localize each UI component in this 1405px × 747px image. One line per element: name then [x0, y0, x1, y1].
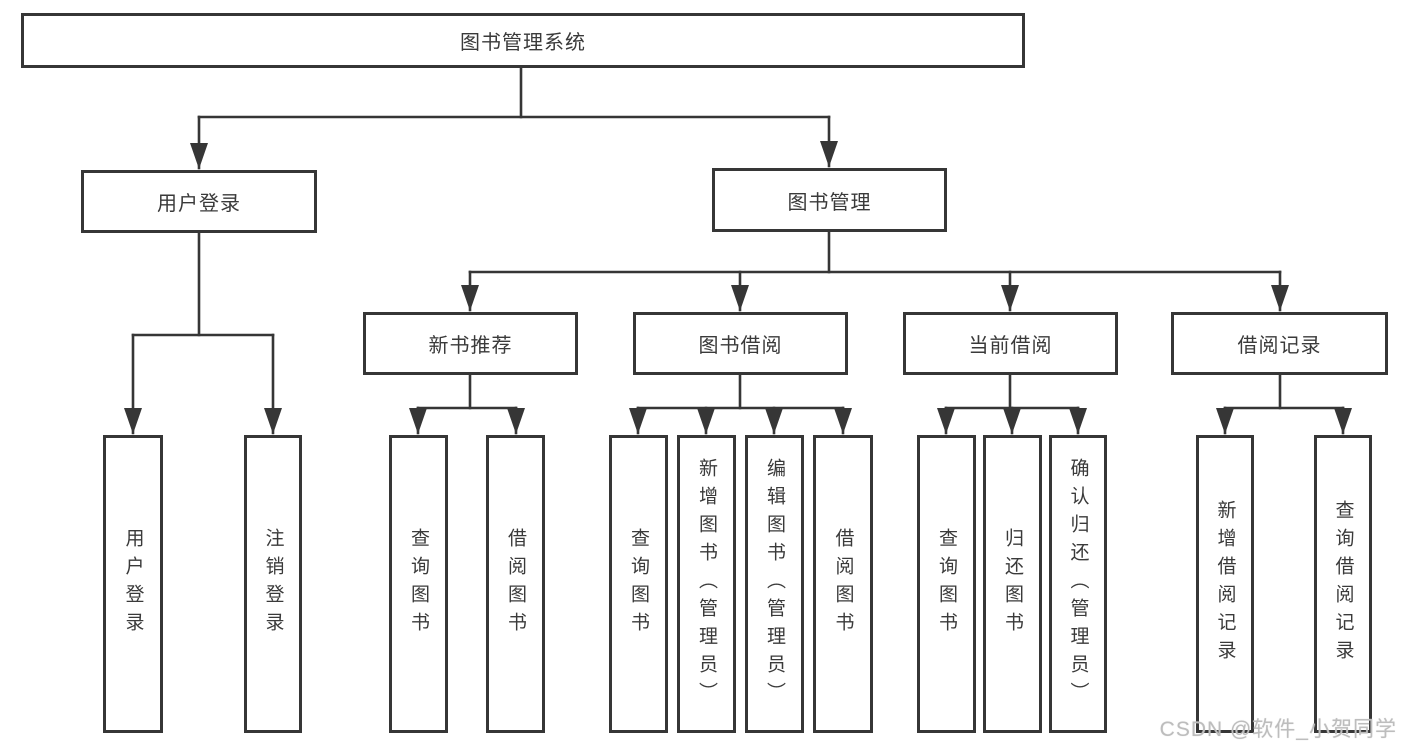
- leaf-user-login: 用户登录: [103, 435, 163, 733]
- leaf-logout: 注销登录: [244, 435, 302, 733]
- leaf-add-books-admin-label: 新增图书（管理员）: [696, 458, 717, 710]
- leaf-borrow-books-label: 借阅图书: [832, 528, 854, 640]
- node-current-borrow-label: 当前借阅: [968, 335, 1053, 357]
- leaf-add-borrow-record-label: 新增借阅记录: [1214, 500, 1236, 668]
- leaf-query-borrow-record: 查询借阅记录: [1314, 435, 1372, 733]
- leaf-logout-label: 注销登录: [262, 528, 284, 640]
- leaf-borrow-books-recommend-label: 借阅图书: [505, 528, 526, 640]
- leaf-query-books-borrow-label: 查询图书: [628, 528, 649, 640]
- node-book-borrow: 图书借阅: [633, 312, 848, 375]
- node-book-management-label: 图书管理: [787, 191, 872, 214]
- node-book-management: 图书管理: [712, 168, 947, 232]
- leaf-query-books-current: 查询图书: [917, 435, 976, 733]
- leaf-query-books-current-label: 查询图书: [936, 528, 957, 640]
- leaf-add-borrow-record: 新增借阅记录: [1196, 435, 1254, 733]
- node-library-system-label: 图书管理系统: [460, 32, 586, 54]
- leaf-borrow-books-recommend: 借阅图书: [486, 435, 545, 733]
- leaf-query-books-recommend: 查询图书: [389, 435, 448, 733]
- leaf-confirm-return-admin: 确认归还（管理员）: [1049, 435, 1107, 733]
- node-new-book-recommend: 新书推荐: [363, 312, 578, 375]
- leaf-confirm-return-admin-label: 确认归还（管理员）: [1067, 458, 1089, 710]
- leaf-query-borrow-record-label: 查询借阅记录: [1332, 500, 1354, 668]
- leaf-return-books: 归还图书: [983, 435, 1042, 733]
- node-current-borrow: 当前借阅: [903, 312, 1118, 375]
- leaf-user-login-label: 用户登录: [122, 528, 144, 640]
- leaf-query-books-borrow: 查询图书: [609, 435, 668, 733]
- node-borrow-records: 借阅记录: [1171, 312, 1388, 375]
- node-borrow-records-label: 借阅记录: [1237, 335, 1322, 357]
- leaf-edit-books-admin: 编辑图书（管理员）: [745, 435, 804, 733]
- leaf-borrow-books: 借阅图书: [813, 435, 873, 733]
- leaf-edit-books-admin-label: 编辑图书（管理员）: [764, 458, 785, 710]
- watermark: CSDN @软件_小贺同学: [1159, 718, 1397, 741]
- node-new-book-recommend-label: 新书推荐: [428, 335, 513, 357]
- leaf-return-books-label: 归还图书: [1002, 528, 1023, 640]
- node-user-login-label: 用户登录: [157, 193, 241, 215]
- leaf-add-books-admin: 新增图书（管理员）: [677, 435, 736, 733]
- node-book-borrow-label: 图书借阅: [698, 335, 783, 357]
- node-user-login: 用户登录: [81, 170, 317, 233]
- leaf-query-books-recommend-label: 查询图书: [408, 528, 429, 640]
- node-library-system: 图书管理系统: [21, 13, 1025, 68]
